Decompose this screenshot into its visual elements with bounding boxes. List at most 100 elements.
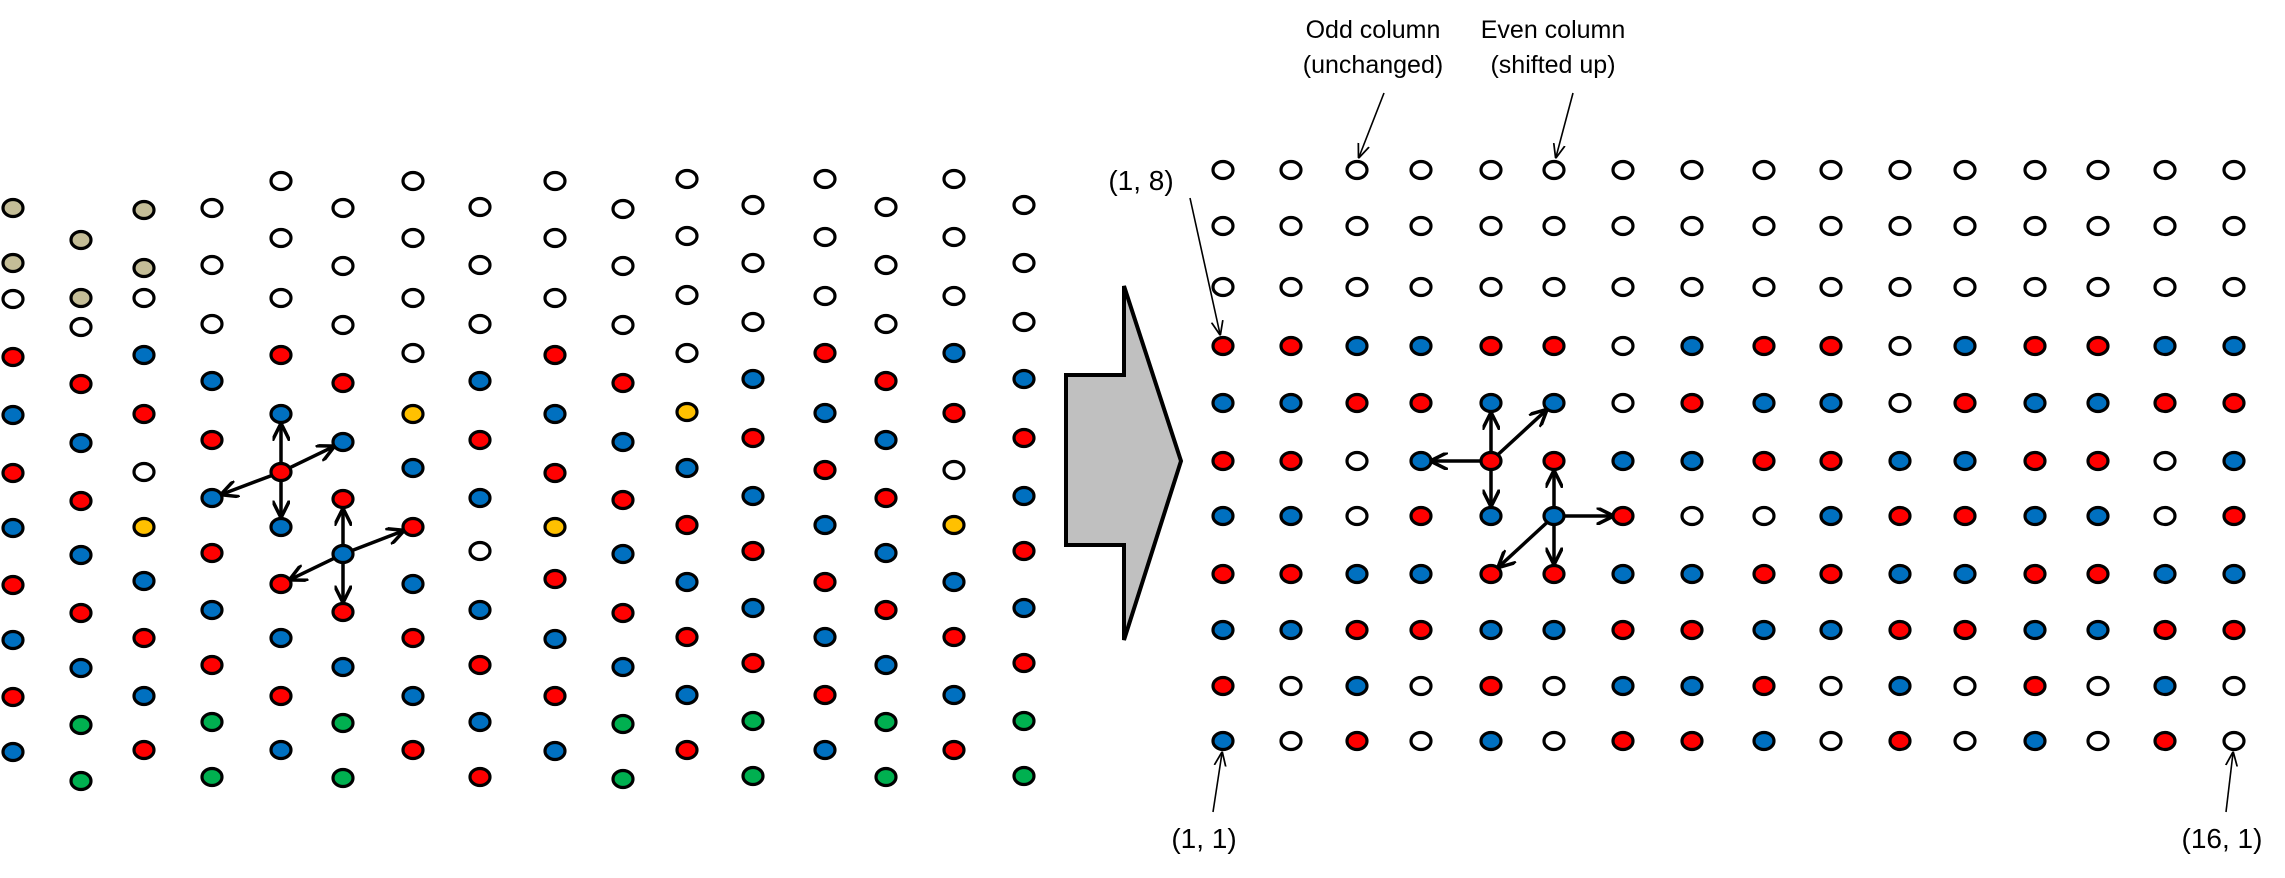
left-grid-empty-dot bbox=[200, 254, 224, 276]
left-grid-blue-dot bbox=[741, 368, 765, 390]
right-grid-empty-dot bbox=[1211, 215, 1235, 237]
left-grid-blue-dot bbox=[132, 344, 156, 366]
left-grid-blue-dot bbox=[813, 402, 837, 424]
left-grid-green-dot bbox=[331, 712, 355, 734]
left-grid-blue-dot bbox=[468, 599, 492, 621]
left-grid-empty-dot bbox=[813, 285, 837, 307]
neighbor-arrow bbox=[348, 531, 403, 554]
odd-column-label: Odd column bbox=[1306, 16, 1441, 44]
right-grid-red-dot bbox=[1680, 392, 1704, 414]
right-grid-red-dot bbox=[2023, 563, 2047, 585]
right-grid-blue-dot bbox=[2153, 563, 2177, 585]
left-grid-red-dot bbox=[1012, 427, 1036, 449]
left-grid-red-dot bbox=[331, 488, 355, 510]
left-grid-blue-dot bbox=[200, 370, 224, 392]
left-grid-blue-dot bbox=[269, 627, 293, 649]
left-grid-green-dot bbox=[69, 770, 93, 792]
left-grid-empty-dot bbox=[874, 254, 898, 276]
right-grid-empty-dot bbox=[2086, 276, 2110, 298]
left-grid-red-dot bbox=[200, 542, 224, 564]
neighbor-arrow bbox=[286, 447, 333, 471]
left-grid-red-dot bbox=[675, 739, 699, 761]
right-grid-empty-dot bbox=[2153, 159, 2177, 181]
right-grid-empty-dot bbox=[2222, 730, 2246, 752]
right-grid-empty-dot bbox=[1345, 505, 1369, 527]
left-grid-empty-dot bbox=[468, 540, 492, 562]
right-grid-empty-dot bbox=[1409, 675, 1433, 697]
left-grid-red-dot bbox=[874, 370, 898, 392]
neighbor-arrow bbox=[291, 555, 338, 579]
right-grid-blue-dot bbox=[1680, 675, 1704, 697]
right-grid-empty-dot bbox=[2222, 159, 2246, 181]
right-grid-empty-dot bbox=[2086, 730, 2110, 752]
left-grid-blue-dot bbox=[874, 542, 898, 564]
right-grid-red-dot bbox=[1211, 450, 1235, 472]
right-grid-red-dot bbox=[1279, 563, 1303, 585]
right-grid-empty-dot bbox=[1819, 276, 1843, 298]
right-grid-blue-dot bbox=[1888, 675, 1912, 697]
left-grid-red-dot bbox=[1012, 652, 1036, 674]
right-grid-empty-dot bbox=[1611, 276, 1635, 298]
right-grid-blue-dot bbox=[2023, 730, 2047, 752]
right-grid-empty-dot bbox=[1611, 215, 1635, 237]
left-grid-empty-dot bbox=[1012, 252, 1036, 274]
right-grid-empty-dot bbox=[1279, 730, 1303, 752]
right-grid-empty-dot bbox=[1611, 335, 1635, 357]
right-grid-red-dot bbox=[2086, 450, 2110, 472]
right-grid-red-dot bbox=[1479, 335, 1503, 357]
left-grid-tan-dot bbox=[132, 257, 156, 279]
left-grid-red-dot bbox=[269, 573, 293, 595]
left-grid-red-dot bbox=[69, 373, 93, 395]
neighbor-arrow bbox=[222, 472, 276, 494]
right-grid-blue-dot bbox=[1819, 392, 1843, 414]
left-grid-green-dot bbox=[1012, 710, 1036, 732]
left-grid-empty-dot bbox=[1012, 194, 1036, 216]
right-grid-blue-dot bbox=[1680, 563, 1704, 585]
right-grid-blue-dot bbox=[1279, 619, 1303, 641]
right-grid-red-dot bbox=[1409, 619, 1433, 641]
right-grid-red-dot bbox=[2222, 392, 2246, 414]
left-grid-blue-dot bbox=[468, 711, 492, 733]
left-grid-empty-dot bbox=[675, 284, 699, 306]
left-grid-empty-dot bbox=[611, 198, 635, 220]
left-grid-red-dot bbox=[813, 571, 837, 593]
right-grid-empty-dot bbox=[2153, 505, 2177, 527]
right-grid-empty-dot bbox=[1752, 215, 1776, 237]
left-grid-blue-dot bbox=[269, 516, 293, 538]
right-grid-blue-dot bbox=[1611, 563, 1635, 585]
right-grid-red-dot bbox=[2153, 392, 2177, 414]
left-grid-red-dot bbox=[741, 540, 765, 562]
left-grid-red-dot bbox=[543, 685, 567, 707]
right-grid-blue-dot bbox=[2153, 675, 2177, 697]
right-grid-empty-dot bbox=[2222, 276, 2246, 298]
right-grid-blue-dot bbox=[2153, 335, 2177, 357]
left-grid-red-dot bbox=[874, 487, 898, 509]
left-grid-red-dot bbox=[331, 601, 355, 623]
right-grid-red-dot bbox=[1542, 335, 1566, 357]
left-grid-empty-dot bbox=[942, 285, 966, 307]
right-grid-blue-dot bbox=[2023, 505, 2047, 527]
odd-column-sublabel: (unchanged) bbox=[1303, 51, 1443, 79]
left-grid-blue-dot bbox=[1, 517, 25, 539]
right-grid-empty-dot bbox=[1819, 675, 1843, 697]
right-grid-blue-dot bbox=[1542, 505, 1566, 527]
right-grid-red-dot bbox=[1409, 505, 1433, 527]
left-grid-red-dot bbox=[331, 372, 355, 394]
left-grid-empty-dot bbox=[468, 254, 492, 276]
left-grid-empty-dot bbox=[468, 313, 492, 335]
right-grid-empty-dot bbox=[1752, 159, 1776, 181]
left-grid-tan-dot bbox=[132, 199, 156, 221]
left-grid-yellow-dot bbox=[132, 516, 156, 538]
right-grid-red-dot bbox=[1953, 505, 1977, 527]
right-grid-blue-dot bbox=[1611, 450, 1635, 472]
left-grid-empty-dot bbox=[741, 252, 765, 274]
left-grid-red-dot bbox=[675, 626, 699, 648]
right-grid-empty-dot bbox=[1479, 215, 1503, 237]
right-grid-empty-dot bbox=[2086, 215, 2110, 237]
left-grid-empty-dot bbox=[942, 168, 966, 190]
right-grid-blue-dot bbox=[1345, 335, 1369, 357]
left-grid-blue-dot bbox=[331, 431, 355, 453]
right-grid-empty-dot bbox=[1953, 276, 1977, 298]
left-grid-red-dot bbox=[132, 627, 156, 649]
coord-label-16-1: (16, 1) bbox=[2182, 823, 2263, 854]
